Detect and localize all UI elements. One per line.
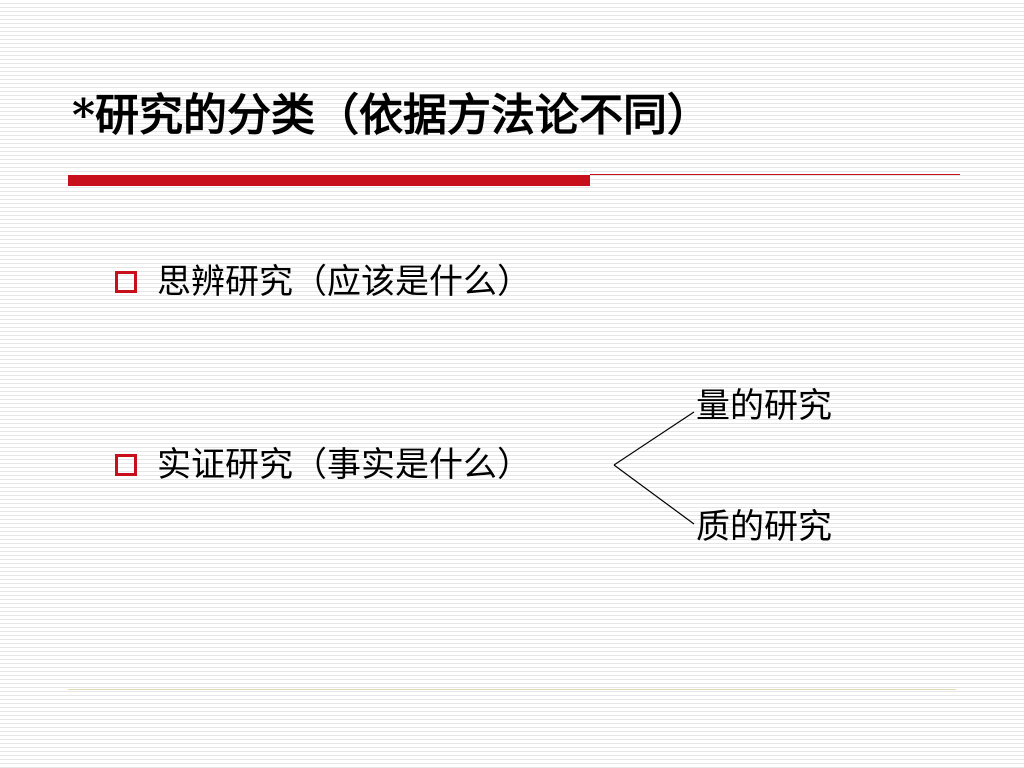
connector-lower-line: [613, 464, 695, 525]
bullet-item-empirical: 实证研究（事实是什么）: [115, 440, 531, 490]
branch-label-quantitative: 量的研究: [696, 386, 832, 426]
title-underline-thin: [590, 174, 960, 175]
title-underline-thick: [68, 175, 590, 186]
fork-connector-icon: [613, 411, 695, 525]
slide-title: *研究的分类（依据方法论不同）: [72, 90, 712, 141]
bullet-item-speculative: 思辨研究（应该是什么）: [115, 257, 531, 307]
hollow-square-icon: [115, 454, 137, 476]
bullet-text: 实证研究（事实是什么）: [157, 445, 531, 485]
connector-upper-line: [613, 411, 695, 466]
branch-label-qualitative: 质的研究: [696, 507, 832, 547]
footer-divider: [68, 689, 956, 690]
hollow-square-icon: [115, 271, 137, 293]
bullet-text: 思辨研究（应该是什么）: [157, 262, 531, 302]
